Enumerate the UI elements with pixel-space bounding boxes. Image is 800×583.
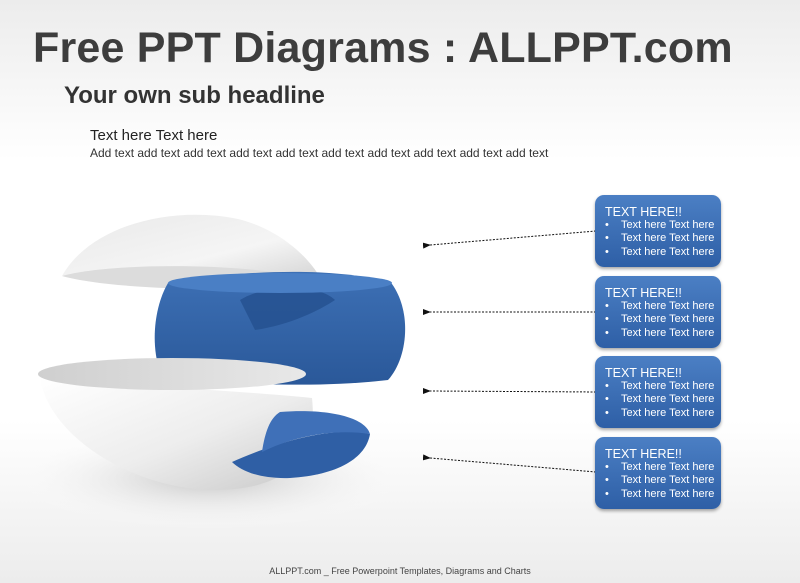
- lower-grey-disk: [38, 358, 306, 390]
- callout-box-1: TEXT HERE!! Text here Text here Text her…: [595, 195, 721, 267]
- callout-title: TEXT HERE!!: [605, 286, 682, 300]
- connector-arrow-3: [422, 387, 597, 394]
- connector-arrow-1: [422, 230, 597, 249]
- callout-item: Text here Text here: [605, 488, 721, 502]
- middle-blue-slice: [154, 271, 406, 385]
- callout-title: TEXT HERE!!: [605, 447, 682, 461]
- bottom-blue-inner: [262, 411, 370, 452]
- text-body: Add text add text add text add text add …: [90, 146, 549, 160]
- callout-item: Text here Text here: [605, 219, 721, 233]
- footer-credit: ALLPPT.com _ Free Powerpoint Templates, …: [269, 566, 531, 576]
- middle-blue-inner: [240, 287, 335, 330]
- connector-arrow-4: [422, 454, 597, 473]
- callout-item: Text here Text here: [605, 327, 721, 341]
- callout-box-3: TEXT HERE!! Text here Text here Text her…: [595, 356, 721, 428]
- bottom-blue-slice: [232, 431, 370, 479]
- callout-item: Text here Text here: [605, 313, 721, 327]
- middle-blue-top-rim: [168, 273, 392, 293]
- top-cap-slice: [62, 214, 322, 282]
- page-title: Free PPT Diagrams : ALLPPT.com: [33, 24, 733, 72]
- callout-item: Text here Text here: [605, 461, 721, 475]
- callout-list: Text here Text here Text here Text here …: [605, 380, 721, 420]
- callout-box-4: TEXT HERE!! Text here Text here Text her…: [595, 437, 721, 509]
- callout-title: TEXT HERE!!: [605, 366, 682, 380]
- callout-item: Text here Text here: [605, 393, 721, 407]
- callout-list: Text here Text here Text here Text here …: [605, 300, 721, 340]
- callout-box-2: TEXT HERE!! Text here Text here Text her…: [595, 276, 721, 348]
- callout-item: Text here Text here: [605, 232, 721, 246]
- callout-item: Text here Text here: [605, 246, 721, 260]
- callout-item: Text here Text here: [605, 380, 721, 394]
- text-heading: Text here Text here: [90, 127, 218, 144]
- callout-item: Text here Text here: [605, 407, 721, 421]
- sub-headline: Your own sub headline: [64, 82, 325, 109]
- callout-item: Text here Text here: [605, 300, 721, 314]
- callout-title: TEXT HERE!!: [605, 205, 682, 219]
- callout-list: Text here Text here Text here Text here …: [605, 461, 721, 501]
- callout-list: Text here Text here Text here Text here …: [605, 219, 721, 259]
- callout-item: Text here Text here: [605, 474, 721, 488]
